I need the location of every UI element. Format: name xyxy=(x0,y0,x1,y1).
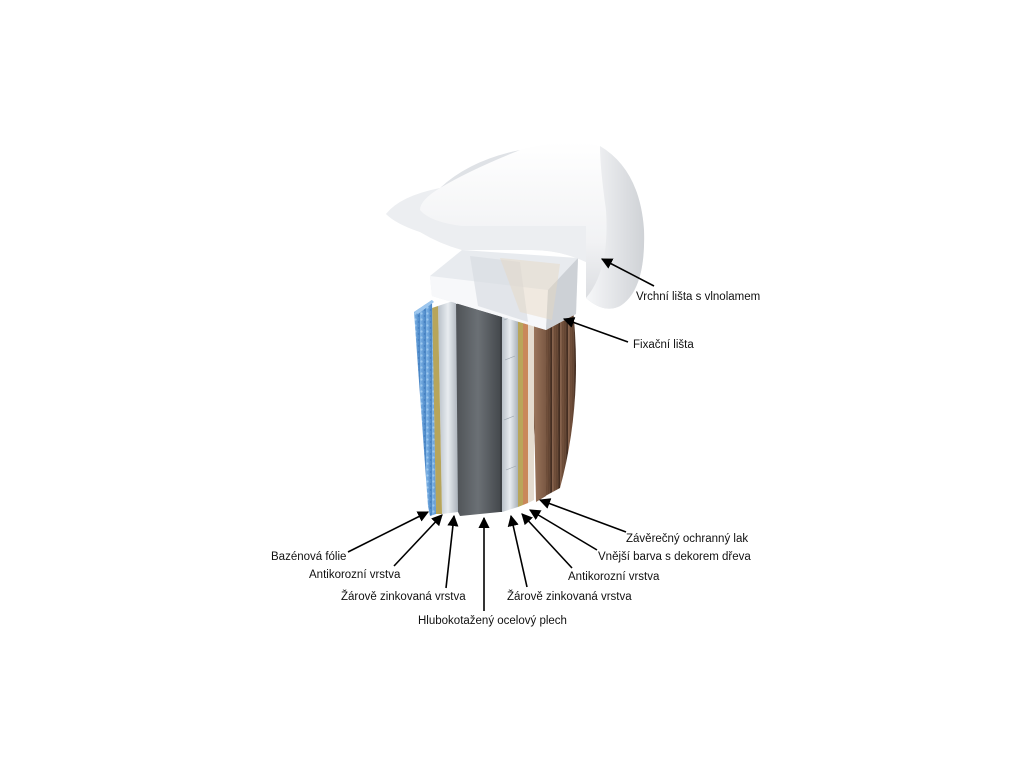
label-anticorrosion-outer: Antikorozní vrstva xyxy=(568,571,660,583)
wood-paint-layer xyxy=(523,312,528,505)
galvanized-outer-layer xyxy=(502,300,518,512)
arrow-wood-paint xyxy=(529,509,598,551)
pool-foil-layer xyxy=(414,300,436,516)
label-galvanized-inner: Žárově zinkovaná vrstva xyxy=(341,591,466,603)
label-anticorrosion-inner: Antikorozní vrstva xyxy=(309,569,401,581)
arrow-anticorrosion-inner xyxy=(393,514,443,567)
arrow-pool-foil xyxy=(347,511,430,553)
label-fixing-rail: Fixační lišta xyxy=(633,339,694,351)
label-galvanized-outer: Žárově zinkovaná vrstva xyxy=(507,591,632,603)
label-top-rail: Vrchní lišta s vlnolamem xyxy=(636,291,761,303)
wood-outer-face xyxy=(532,316,546,502)
leader-arrows xyxy=(347,258,655,611)
steel-core xyxy=(456,296,500,516)
top-rail xyxy=(386,141,645,309)
label-pool-foil: Bazénová fólie xyxy=(271,551,347,563)
arrow-galvanized-outer xyxy=(507,514,528,588)
anticorrosion-inner-layer xyxy=(432,306,442,514)
galvanized-inner-layer xyxy=(438,300,458,514)
label-steel-sheet: Hlubokotažený ocelový plech xyxy=(418,615,567,627)
arrow-galvanized-inner xyxy=(445,514,459,589)
arrow-anticorrosion-outer xyxy=(521,513,573,569)
arrow-protective-lacquer xyxy=(538,498,627,533)
lacquer-layer xyxy=(528,313,534,503)
label-wood-paint: Vnější barva s dekorem dřeva xyxy=(598,551,751,563)
arrow-top-rail xyxy=(601,258,655,287)
anticorrosion-outer-layer xyxy=(518,310,523,507)
arrow-fixing-rail xyxy=(562,317,629,343)
label-protective-lacquer: Závěrečný ochranný lak xyxy=(626,533,749,545)
